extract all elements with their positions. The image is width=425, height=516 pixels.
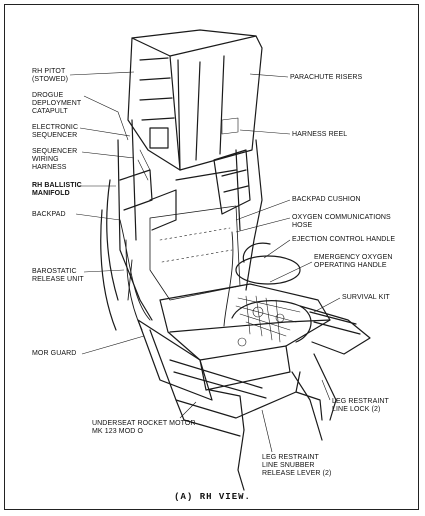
label-harness-reel: HARNESS REEL [292,131,348,138]
label-parachute-risers: PARACHUTE RISERS [290,74,363,81]
label-leg-restraint-line-lock: LEG RESTRAINT LINE LOCK (2) [332,398,389,413]
label-emergency-oxygen-operating-handle: EMERGENCY OXYGEN OPERATING HANDLE [314,254,393,269]
leader-lines [69,71,341,453]
label-oxygen-communications-hose: OXYGEN COMMUNICATIONS HOSE [292,214,391,229]
label-underseat-rocket-motor: UNDERSEAT ROCKET MOTOR MK 123 MOD O [92,420,196,435]
lower-frame [137,319,337,491]
label-barostatic-release-unit: BAROSTATIC RELEASE UNIT [32,268,84,283]
hoses-and-cables [119,219,234,331]
parachute-container [127,29,263,171]
label-sequencer-wiring-harness: SEQUENCER WIRING HARNESS [32,148,78,171]
label-backpad-cushion: BACKPAD CUSHION [292,196,361,203]
label-survival-kit: SURVIVAL KIT [342,294,390,301]
label-mor-guard: MOR GUARD [32,350,77,357]
label-ejection-control-handle: EJECTION CONTROL HANDLE [292,236,396,243]
figure-caption: (A) RH VIEW. [174,492,251,502]
label-electronic-sequencer: ELECTRONIC SEQUENCER [32,124,79,139]
seat-back-frame [100,119,263,331]
label-leg-restraint-line-snubber-release-lever: LEG RESTRAINT LINE SNUBBER RELEASE LEVER… [262,454,332,477]
mechanism-detail [137,117,301,347]
seat-pan [159,242,371,391]
backpad-cushion [149,205,241,301]
label-rh-pitot: RH PITOT (STOWED) [32,68,69,83]
label-drogue-deployment-catapult: DROGUE DEPLOYMENT CATAPULT [32,92,82,115]
figure-frame [4,4,419,510]
label-backpad: BACKPAD [32,211,66,218]
label-rh-ballistic-manifold: RH BALLISTIC MANIFOLD [32,182,82,197]
